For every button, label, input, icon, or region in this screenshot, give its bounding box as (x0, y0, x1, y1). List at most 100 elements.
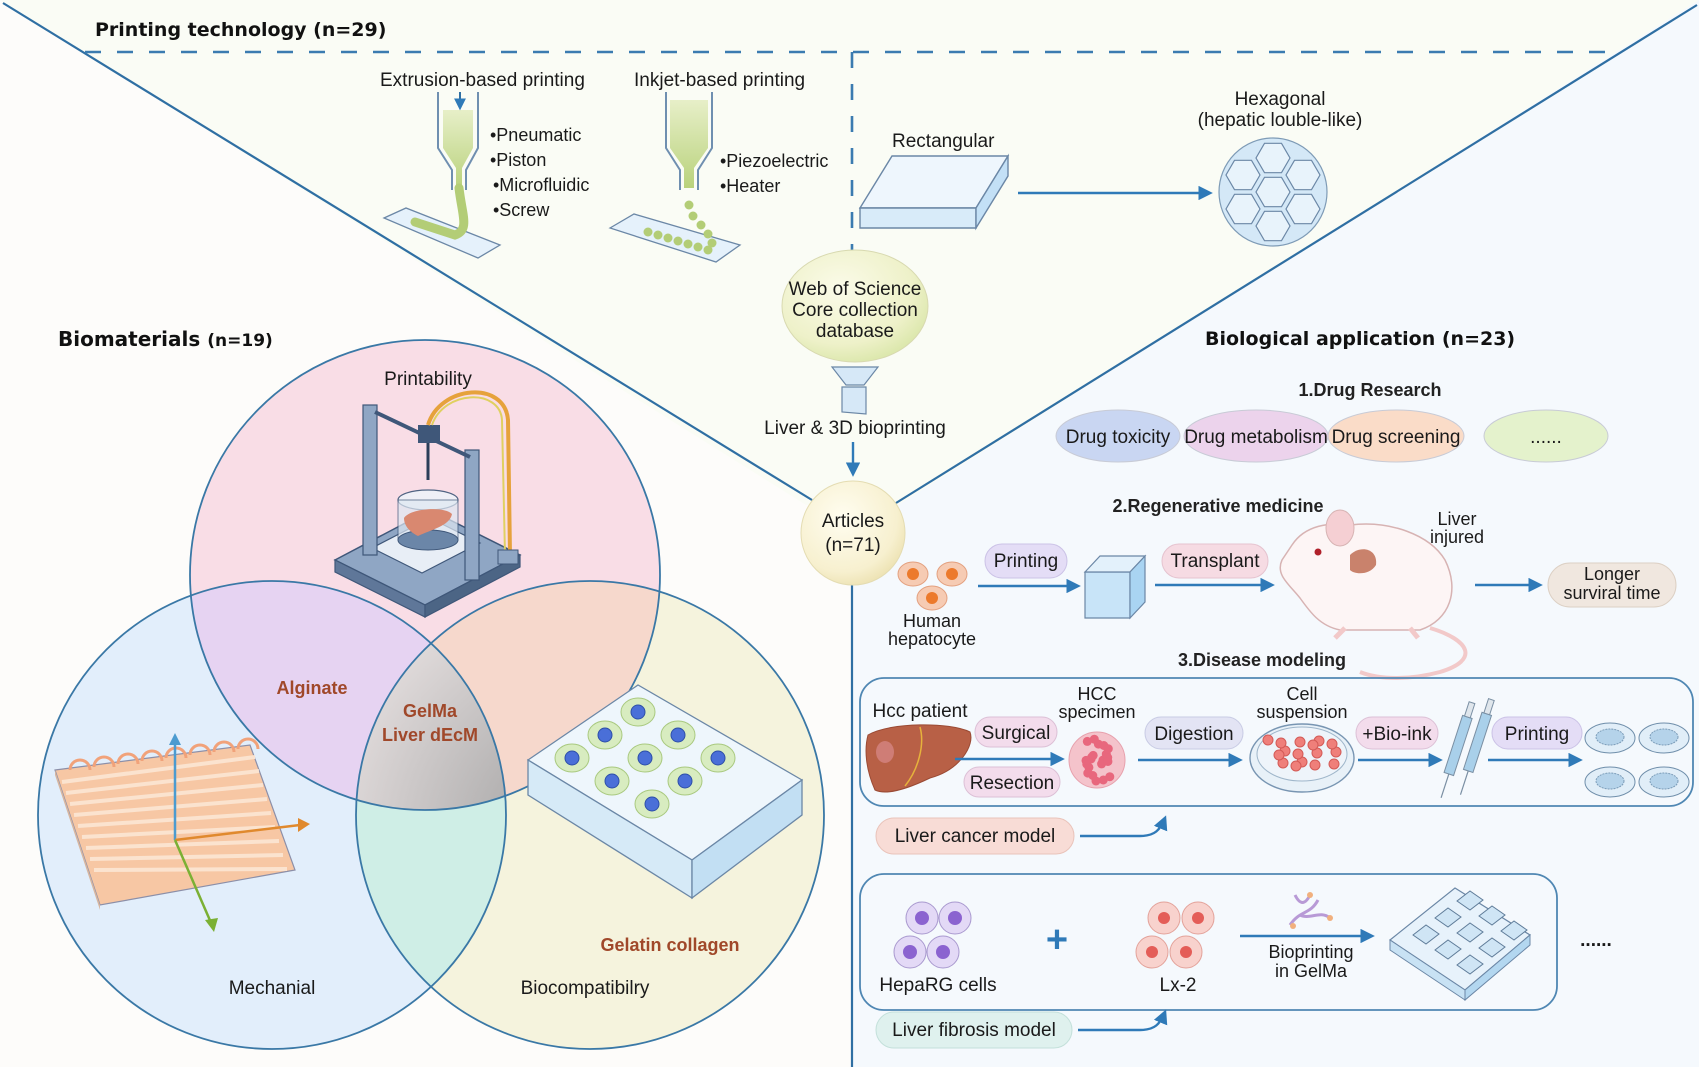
lattice-strand (65, 769, 260, 795)
lattice-scaffold-icon (54, 733, 310, 932)
lattice-loop (68, 758, 92, 771)
step-surgical-label: Surgical (982, 723, 1051, 744)
step-digestion-label: Digestion (1154, 724, 1233, 745)
heparg-cells-icon (893, 901, 972, 969)
lx2-label: Lx-2 (1160, 975, 1197, 996)
heparg-nucleus (948, 911, 962, 925)
step-bioink-pill (1355, 716, 1439, 750)
step-printing-label: Printing (994, 551, 1058, 572)
lx2-nucleus (1158, 912, 1170, 924)
extrusion-method-2: •Piston (490, 150, 546, 170)
hex-cell (1225, 193, 1261, 225)
hepatocyte-label-line2: hepatocyte (888, 629, 976, 649)
suspension-line2: suspension (1256, 702, 1347, 722)
plate-well (1478, 937, 1506, 958)
printing-technology-title: Printing technology (n=29) (95, 19, 386, 41)
dish-cell (1309, 759, 1321, 771)
plate-well (1434, 907, 1462, 928)
drug-pill (1483, 409, 1609, 463)
tray-cell-nucleus (597, 727, 613, 743)
fibrosis-method-line1: Bioprinting (1268, 942, 1353, 962)
suspension-line1: Cell (1286, 684, 1317, 704)
heparg-label: HepaRG cells (879, 975, 996, 996)
plate-well (1412, 924, 1440, 945)
step-transplant-label: Transplant (1170, 551, 1260, 572)
lattice-strand (85, 839, 280, 850)
database-line1: Web of Science (789, 279, 922, 300)
step-resection-pill (963, 766, 1061, 798)
cell-tray-icon (526, 684, 804, 900)
articles-line1: Articles (822, 511, 884, 532)
dish-cell (1292, 748, 1304, 760)
specimen-cell (1098, 775, 1108, 785)
liver-icon (865, 724, 972, 793)
plate-well (1434, 939, 1462, 960)
inkjet-method-1: •Piezoelectric (720, 151, 828, 171)
tray-cell-nucleus (644, 796, 660, 812)
lx2-cells-icon (1135, 901, 1215, 969)
hexagonal-label-line2: (hepatic louble-like) (1198, 110, 1363, 131)
tray-cell-nucleus (670, 727, 686, 743)
fibrosis-method-line2: in GelMa (1275, 961, 1348, 981)
hexagonal-label-line1: Hexagonal (1235, 89, 1326, 110)
hepatocyte-label-line1: Human (903, 611, 961, 631)
lattice-strand (89, 853, 284, 861)
plate-well (1456, 954, 1484, 975)
drug-pill (1327, 409, 1465, 463)
heparg-nucleus (936, 945, 950, 959)
tray-cell-nucleus (564, 750, 580, 766)
dish-cell (1294, 736, 1306, 748)
well-plate-icon (1388, 887, 1532, 1002)
plate-well (1500, 920, 1528, 941)
material-alginate: Alginate (276, 678, 347, 698)
lx2-nucleus (1192, 912, 1204, 924)
disease-modeling-title: 3.Disease modeling (1178, 650, 1346, 670)
heparg-nucleus (903, 945, 917, 959)
specimen-cell (1081, 755, 1091, 765)
step-digestion-pill (1144, 716, 1244, 750)
step-resection-label: Resection (970, 773, 1055, 794)
outcome-line1: Longer (1584, 564, 1640, 584)
hexagonal-scaffold-icon (1218, 137, 1328, 247)
lattice-loop (92, 755, 116, 768)
tray-cell-nucleus (677, 773, 693, 789)
drug-pill (1055, 409, 1181, 463)
tray-cell-nucleus (604, 773, 620, 789)
liver-cancer-model-pill (875, 817, 1075, 855)
lattice-loop (140, 749, 164, 762)
right-region-bg (852, 0, 1699, 1067)
plate-side2 (1464, 933, 1531, 1002)
specimen-cell (1103, 744, 1113, 754)
specimen-cell (1089, 734, 1099, 744)
hex-cell (1255, 210, 1291, 242)
specimen-cell (1082, 736, 1092, 746)
plate-well (1456, 890, 1484, 911)
tray-cell-nucleus (630, 704, 646, 720)
lattice-strand (93, 867, 288, 872)
specimen-cell (1103, 757, 1113, 766)
cancer-model-arrow (1080, 815, 1168, 838)
drug-pill-label: Drug toxicity (1066, 427, 1171, 448)
mouse-label-line2: injured (1430, 527, 1484, 547)
cancer-model-box (859, 677, 1694, 807)
hepatocyte-cells-icon (897, 561, 968, 611)
lx2-nucleus (1146, 946, 1158, 958)
printed-grid (1649, 772, 1679, 790)
rectangular-label: Rectangular (892, 131, 995, 152)
fibrosis-model-arrow (1078, 1009, 1168, 1032)
liver-fibrosis-model-label: Liver fibrosis model (892, 1020, 1056, 1041)
step-bioink-label: +Bio-ink (1362, 724, 1432, 745)
dish-cell (1275, 737, 1287, 749)
specimen-cell (1088, 750, 1098, 760)
database-line2: Core collection (792, 300, 918, 321)
specimen-cell (1091, 776, 1101, 786)
outcome-pill (1547, 562, 1677, 608)
dish-cell (1307, 739, 1319, 751)
filter-label: Liver & 3D bioprinting (764, 418, 946, 439)
petri-dish-icon (1249, 723, 1355, 793)
bioprinter-icon (333, 390, 522, 618)
hex-cell (1255, 142, 1291, 174)
